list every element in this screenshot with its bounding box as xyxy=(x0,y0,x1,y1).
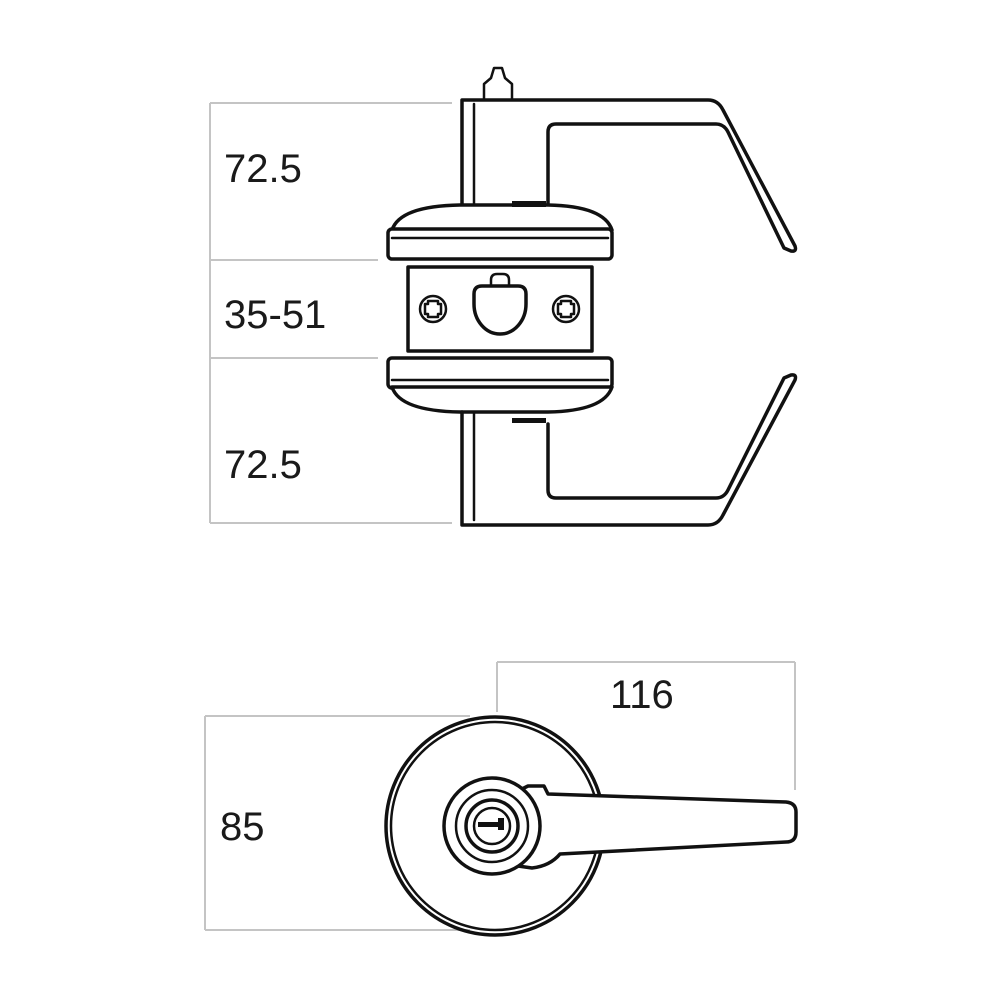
dim-label-lever-length: 116 xyxy=(610,673,674,717)
chassis-plate-outline xyxy=(406,265,594,353)
lower-rose-flange xyxy=(386,356,614,390)
upper-rose-flange xyxy=(386,227,614,261)
lower-rose-tab xyxy=(512,418,546,423)
dim-label-top-72-5: 72.5 xyxy=(224,147,302,191)
upper-rose-dome xyxy=(390,203,614,232)
upper-rose-tab xyxy=(512,201,546,207)
left-screw-icon xyxy=(418,294,448,324)
lower-lever xyxy=(460,373,798,527)
dim-label-bottom-72-5: 72.5 xyxy=(224,443,302,487)
upper-lever xyxy=(460,66,798,253)
keyway-icon xyxy=(478,818,504,830)
front-lever xyxy=(516,784,798,870)
front-lever-outline xyxy=(516,784,798,870)
cylinder-face xyxy=(464,798,520,854)
key-cylinder xyxy=(442,776,542,876)
lower-rose xyxy=(386,356,614,423)
upper-lever-outline xyxy=(460,98,798,253)
dim-label-door-thickness: 35-51 xyxy=(224,293,326,337)
lower-lever-outline xyxy=(460,373,798,527)
lower-rose-dome xyxy=(390,385,614,414)
cylinder-core xyxy=(472,806,512,846)
front-dimension-lines xyxy=(204,661,796,931)
cylinder-hub-ring xyxy=(454,788,530,864)
chassis-plate xyxy=(406,265,594,353)
right-screw-icon xyxy=(551,294,581,324)
key-cylinder-nub xyxy=(482,66,514,102)
upper-rose xyxy=(386,201,614,261)
latch-hole-icon xyxy=(472,272,528,336)
dim-label-rose-diameter: 85 xyxy=(220,805,265,849)
side-view: 72.5 35-51 72.5 xyxy=(209,66,798,527)
side-dimension-lines xyxy=(209,102,452,524)
front-view: 116 85 xyxy=(204,661,798,937)
